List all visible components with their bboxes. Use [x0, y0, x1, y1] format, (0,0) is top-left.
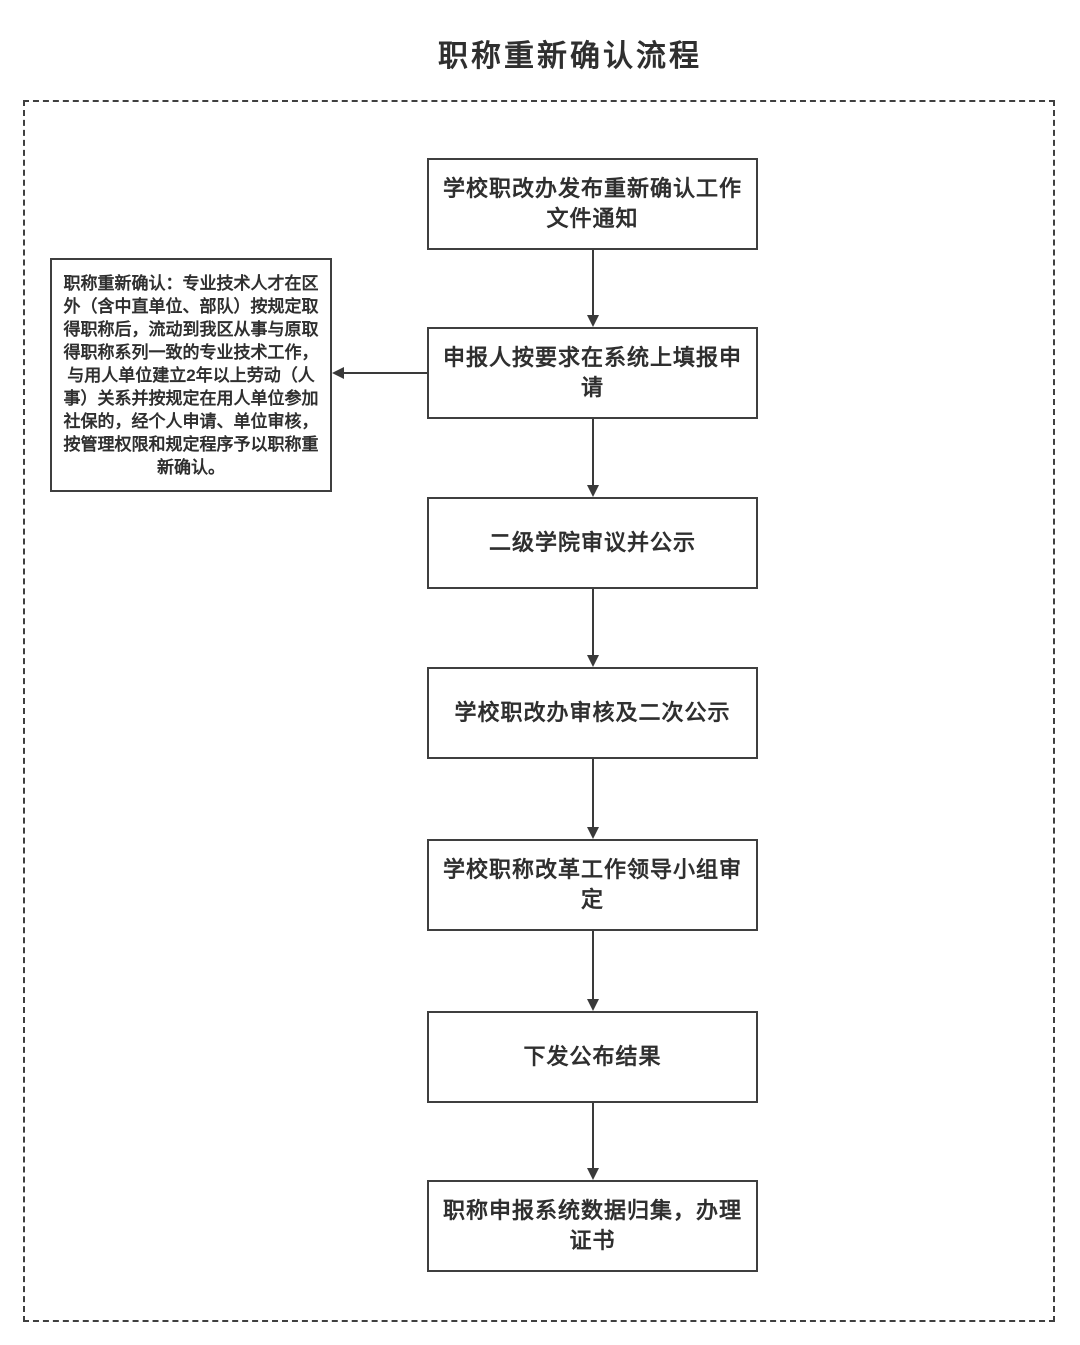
arrow-down-icon-3 [587, 655, 599, 667]
connector-line-1 [592, 250, 594, 315]
flow-step-3: 二级学院审议并公示 [427, 497, 758, 589]
flow-step-5: 学校职称改革工作领导小组审定 [427, 839, 758, 931]
connector-line-3 [592, 589, 594, 655]
arrow-down-icon-1 [587, 315, 599, 327]
connector-line-5 [592, 931, 594, 999]
flow-step-6: 下发公布结果 [427, 1011, 758, 1103]
page-title: 职称重新确认流程 [438, 40, 702, 73]
connector-line-2 [592, 419, 594, 485]
dashed-frame [23, 100, 1055, 1322]
connector-line-4 [592, 759, 594, 827]
flow-step-1: 学校职改办发布重新确认工作文件通知 [427, 158, 758, 250]
flow-step-2: 申报人按要求在系统上填报申请 [427, 327, 758, 419]
connector-line-6 [592, 1103, 594, 1168]
flow-step-7: 职称申报系统数据归集，办理证书 [427, 1180, 758, 1272]
note-box: 职称重新确认：专业技术人才在区外（含中直单位、部队）按规定取得职称后，流动到我区… [50, 258, 332, 492]
arrow-down-icon-6 [587, 1168, 599, 1180]
arrow-down-icon-5 [587, 999, 599, 1011]
arrow-left-icon [332, 367, 344, 379]
note-connector-line [344, 372, 427, 374]
arrow-down-icon-4 [587, 827, 599, 839]
flow-step-4: 学校职改办审核及二次公示 [427, 667, 758, 759]
arrow-down-icon-2 [587, 485, 599, 497]
